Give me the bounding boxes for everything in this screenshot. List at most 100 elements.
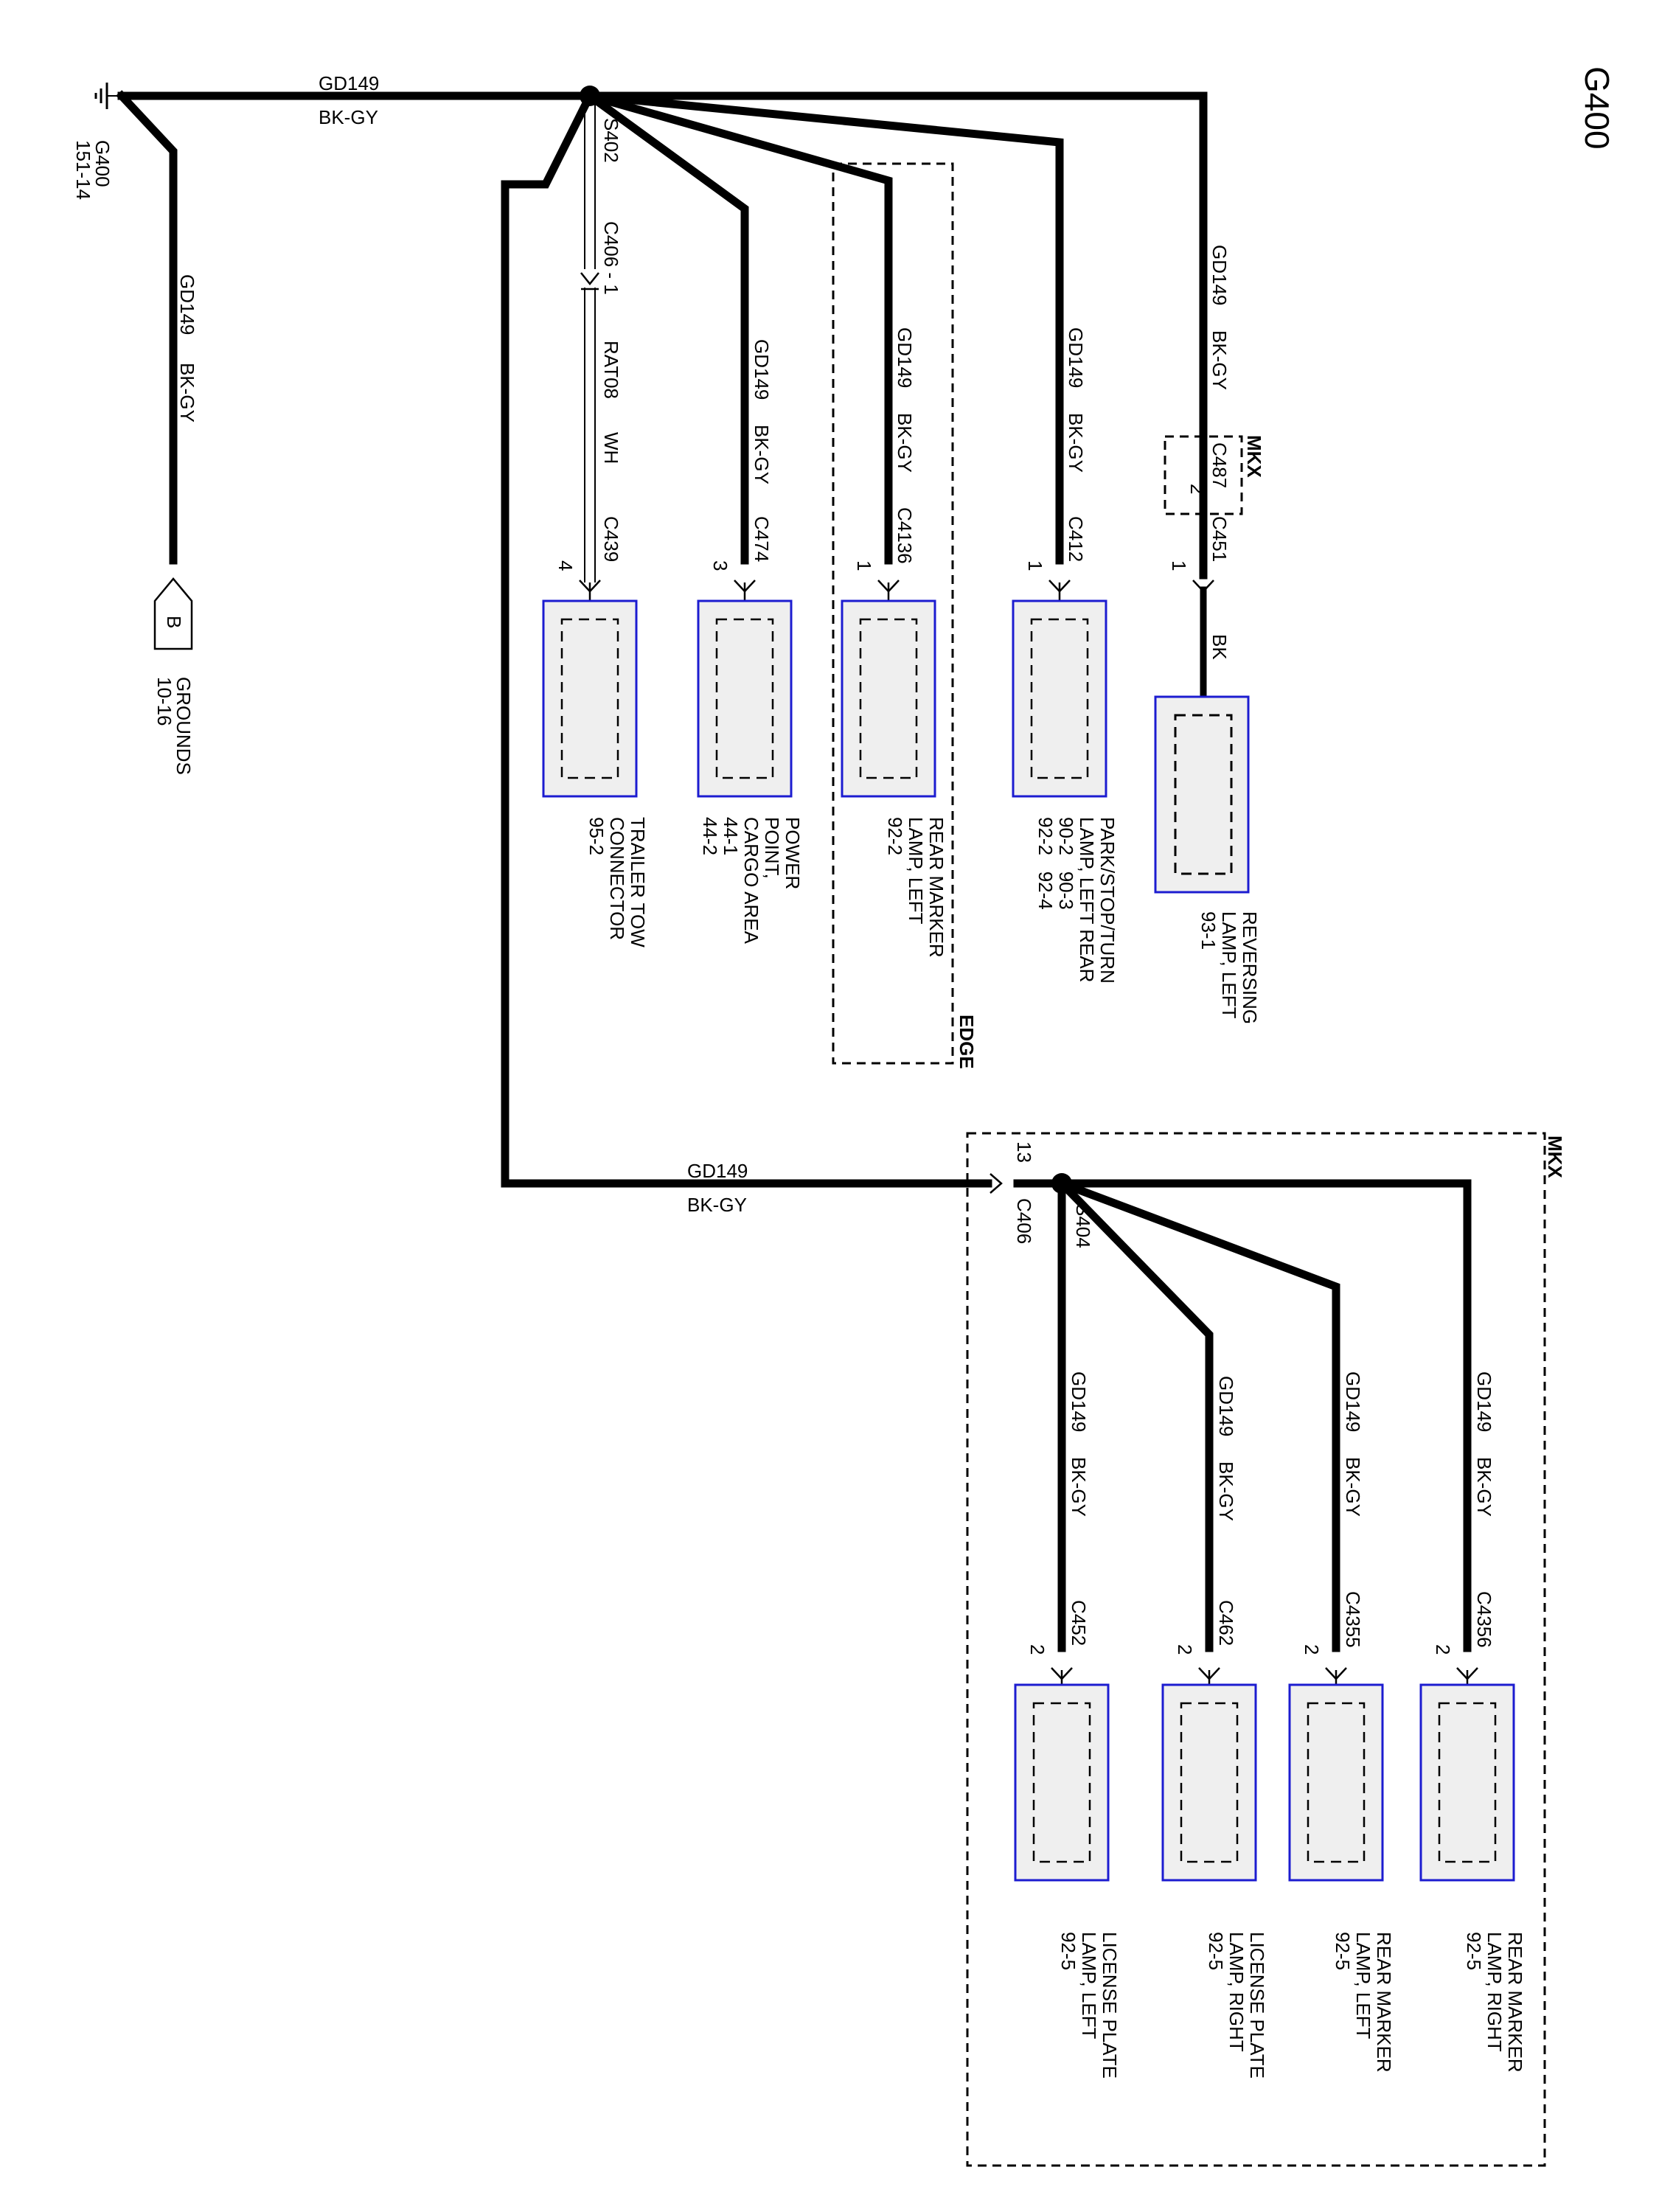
component-rear-marker-left-lower (1288, 1683, 1384, 1882)
c452-circuit: GD149 (1068, 1371, 1090, 1432)
grounds-ref: 10-16 (153, 677, 175, 726)
trunk-color: BK-GY (319, 106, 378, 128)
desc-line: 44-1 (720, 817, 742, 855)
ground-name: G400 (91, 140, 114, 187)
c462-color: BK-GY (1215, 1461, 1237, 1521)
trunk-circuit: GD149 (319, 72, 379, 94)
desc-line: 92-5 (1332, 1932, 1354, 1970)
desc-line: TRAILER TOW (627, 817, 649, 947)
c412-pin: 1 (1024, 560, 1046, 571)
component-trailer-tow (542, 599, 638, 798)
wire-to-c4136 (585, 91, 893, 565)
c4356-circuit: GD149 (1473, 1371, 1495, 1432)
c406-glyph (990, 1173, 1003, 1194)
c487-box (1164, 435, 1243, 515)
desc-line: CONNECTOR (606, 817, 628, 940)
desc-rear-marker-right: REAR MARKER LAMP, RIGHT 92-5 (1463, 1932, 1526, 2073)
c474-color: BK-GY (751, 425, 773, 484)
desc-reversing-lamp: REVERSING LAMP, LEFT 93-1 (1197, 911, 1261, 1024)
desc-rear-marker-left-upper: REAR MARKER LAMP, LEFT 92-2 (884, 817, 947, 958)
c451-glyph (1192, 580, 1214, 593)
wire-to-c412 (585, 91, 1064, 565)
desc-line: 90-2 90-3 (1055, 817, 1077, 910)
c474-circuit: GD149 (751, 339, 773, 400)
c4136-color: BK-GY (894, 413, 916, 473)
desc-line: LAMP, LEFT (1078, 1932, 1100, 2039)
c474-connector: C474 (751, 516, 773, 562)
desc-line: LICENSE PLATE (1099, 1932, 1121, 2079)
rat08-color: WH (600, 432, 622, 464)
c462-circuit: GD149 (1215, 1376, 1237, 1436)
labels: G400 151-14 GD149 BK-GY GD149 BK-GY GROU… (72, 72, 1566, 2079)
c412-circuit: GD149 (1065, 327, 1087, 388)
desc-line: REAR MARKER (1373, 1932, 1395, 2073)
desc-line: LAMP, LEFT (905, 817, 927, 925)
mkx-label-upper: MKX (1243, 435, 1265, 478)
ground-symbol (94, 83, 122, 109)
component-rear-marker-right (1419, 1683, 1515, 1882)
component-power-point (697, 599, 793, 798)
c4355-connector: C4355 (1342, 1591, 1364, 1648)
desc-line: LAMP, LEFT (1218, 911, 1240, 1019)
desc-line: 44-2 (699, 817, 721, 855)
s404-label: S404 (1072, 1203, 1094, 1248)
desc-line: PARK/STOP/TURN (1096, 817, 1119, 984)
c4356-color: BK-GY (1473, 1457, 1495, 1517)
desc-line: POWER (782, 817, 804, 889)
c4136-connector: C4136 (894, 507, 916, 564)
component-license-plate-right (1161, 1683, 1257, 1882)
lower-trunk-color: BK-GY (687, 1194, 747, 1216)
ground-drop-color: BK-GY (176, 363, 198, 422)
wire-to-c4355 (1056, 1178, 1340, 1652)
c487-label: C487 (1208, 442, 1231, 488)
desc-line: 92-5 (1205, 1932, 1227, 1970)
desc-line: LICENSE PLATE (1246, 1932, 1268, 2079)
c452-connector: C452 (1068, 1600, 1090, 1646)
c439-pin: 4 (554, 560, 577, 571)
page-title: G400 (1578, 66, 1616, 150)
c451-circuit: GD149 (1208, 245, 1231, 305)
c4136-pin: 1 (853, 560, 875, 571)
desc-license-plate-left: LICENSE PLATE LAMP, LEFT 92-5 (1057, 1932, 1121, 2079)
wire-to-c474 (584, 90, 749, 565)
wire-to-grounds (116, 90, 178, 565)
mkx-region (966, 1132, 1546, 2167)
c451-pin: 1 (1168, 560, 1190, 571)
grounds-letter: B (163, 616, 185, 628)
desc-line: 92-5 (1057, 1932, 1079, 1970)
c4136-circuit: GD149 (894, 327, 916, 388)
wire-to-c462 (1056, 1178, 1214, 1652)
c4355-pin: 2 (1301, 1644, 1323, 1655)
desc-line: REVERSING (1239, 911, 1261, 1024)
desc-park-stop-turn: PARK/STOP/TURN LAMP, LEFT REAR 90-2 90-3… (1034, 817, 1119, 984)
desc-line: LAMP, RIGHT (1484, 1932, 1506, 2052)
c451-connector: C451 (1208, 516, 1231, 562)
component-license-plate-left (1014, 1683, 1110, 1882)
desc-line: 92-2 (884, 817, 906, 855)
ground-ref: 151-14 (72, 140, 94, 200)
desc-line: 95-2 (585, 817, 608, 855)
edge-region (832, 162, 954, 1065)
desc-line: LAMP, LEFT REAR (1076, 817, 1098, 982)
c4356-connector: C4356 (1473, 1591, 1495, 1648)
splice-s404 (1051, 1173, 1072, 1194)
splice-s402 (580, 86, 600, 106)
desc-line: CARGO AREA (740, 817, 762, 945)
component-park-stop-turn (1012, 599, 1107, 798)
c439-connector: C439 (600, 516, 622, 562)
desc-line: LAMP, LEFT (1352, 1932, 1374, 2039)
desc-line: REAR MARKER (925, 817, 947, 958)
c412-color: BK-GY (1065, 413, 1087, 473)
desc-line: 92-2 92-4 (1034, 817, 1057, 910)
c406-label: C406 (1013, 1198, 1035, 1244)
c406-1-glyph (580, 272, 599, 291)
desc-line: 93-1 (1197, 911, 1220, 950)
bk-color: BK (1208, 634, 1231, 660)
component-reversing-lamp (1154, 695, 1250, 894)
c474-pin: 3 (709, 560, 731, 571)
c452-pin: 2 (1026, 1644, 1048, 1655)
c451-color: BK-GY (1208, 330, 1231, 390)
desc-line: LAMP, RIGHT (1225, 1932, 1248, 2052)
wire-group (116, 90, 1472, 1652)
